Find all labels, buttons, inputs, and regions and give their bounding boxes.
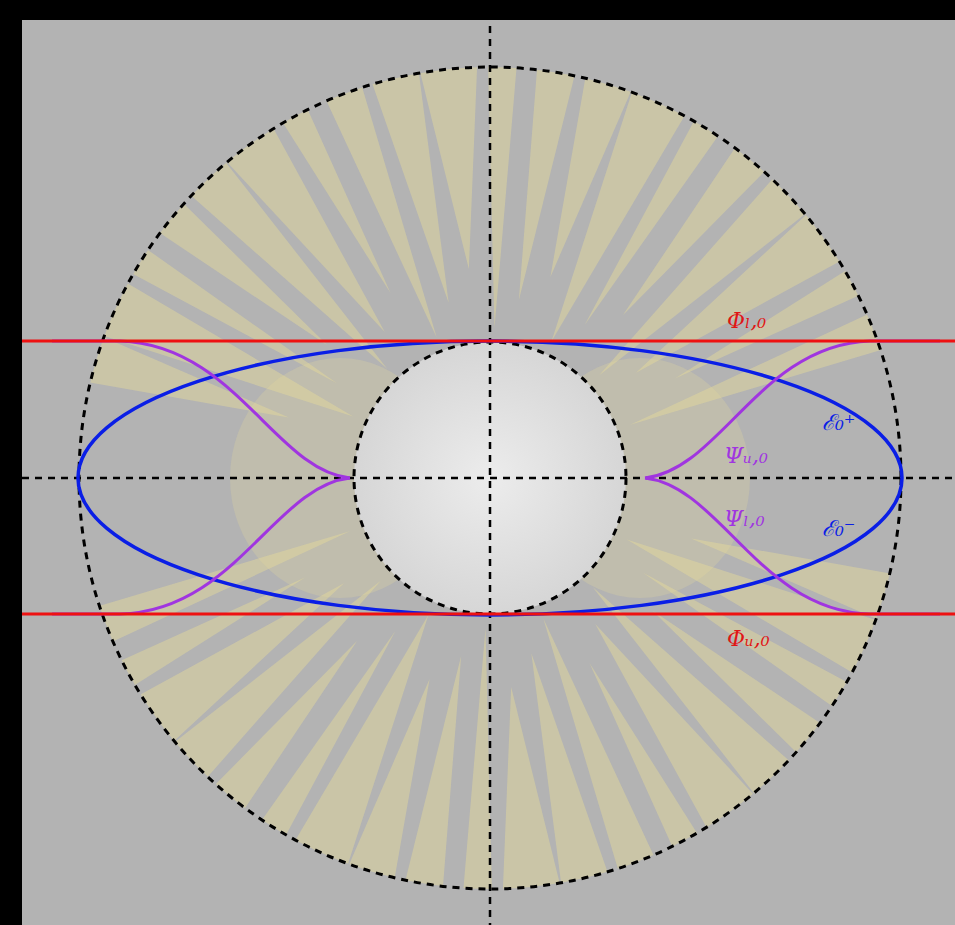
psi-lower-right: [645, 478, 940, 614]
curve-label: Ψᵤ,₀: [724, 445, 768, 467]
curve-label: Φₗ,₀: [727, 310, 766, 332]
psi-upper-right: [645, 341, 940, 478]
outer-circle: [79, 67, 901, 889]
vertical-axis: [489, 0, 492, 925]
ellipse-curve: [78, 341, 902, 615]
horizontal-axis: [22, 477, 955, 480]
curve-label: ℰ₀⁺: [822, 412, 855, 434]
background: [22, 20, 955, 925]
psi-curves: [52, 341, 940, 614]
texture-wedge: [463, 628, 492, 898]
phi-line-upper: [22, 340, 955, 343]
inner-circle: [354, 342, 626, 614]
texture-wedge: [503, 687, 562, 898]
psi-upper-left: [52, 341, 350, 478]
texture-wedge: [488, 58, 517, 328]
curve-label: Φᵤ,₀: [727, 628, 770, 650]
texture-wedge: [418, 58, 477, 269]
phi-line-lower: [22, 613, 955, 616]
psi-lower-left: [52, 478, 350, 614]
curve-label: ℰ₀⁻: [822, 518, 855, 540]
curve-label: Ψₗ,₀: [724, 508, 764, 530]
